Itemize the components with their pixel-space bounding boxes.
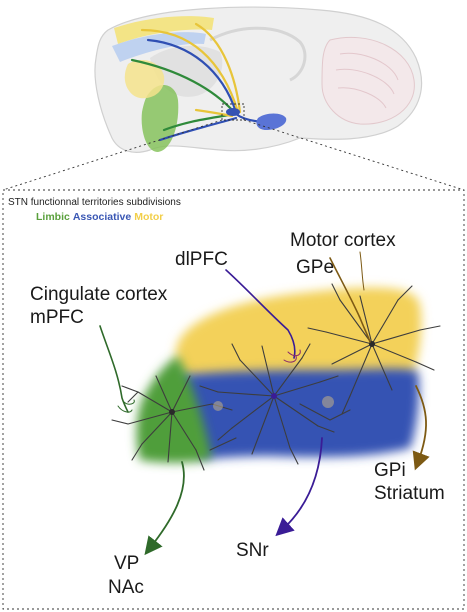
neuron-somata <box>169 341 375 415</box>
motor-cortex-region <box>114 16 214 44</box>
associative-neuron <box>199 343 339 465</box>
label-striatum: Striatum <box>374 483 445 504</box>
input-axons <box>99 251 371 413</box>
associative-territory <box>174 368 420 459</box>
zoom-lines <box>2 119 465 191</box>
limbic-cortex-region <box>141 85 179 152</box>
limbic-neuron <box>111 375 233 471</box>
cerebellum-icon <box>321 36 415 125</box>
label-cingulate-cortex: Cingulate cortex <box>30 284 168 305</box>
legend-associative: Associative <box>72 211 132 223</box>
output-axons <box>144 385 430 556</box>
snr-arrow <box>275 437 323 537</box>
limbic-territory <box>136 356 212 463</box>
gpi-striatum-arrow <box>412 385 430 471</box>
motor-territory <box>176 287 422 384</box>
label-mpfc: mPFC <box>30 307 84 328</box>
stn-territories <box>136 287 422 463</box>
label-snr: SNr <box>236 540 269 561</box>
label-dlpfc: dlPFC <box>175 249 228 270</box>
dlpfc-axon <box>225 269 296 359</box>
label-nac: NAc <box>108 577 144 598</box>
stn-location-icon <box>221 103 245 121</box>
legend-limbic: Limbic <box>36 211 70 223</box>
sagittal-brain <box>94 6 423 153</box>
motor-cortex-axon <box>329 257 371 343</box>
figure-title: STN functionnal territories subdivisions <box>8 197 181 208</box>
label-gpe: GPe <box>296 257 335 278</box>
label-vp: VP <box>114 553 140 574</box>
zoom-box <box>2 189 465 610</box>
legend-motor: Motor <box>134 211 164 223</box>
label-motor-cortex: Motor cortex <box>290 230 396 251</box>
mpfc-axon <box>99 325 129 413</box>
stn-neurons <box>111 283 441 471</box>
label-gpi: GPi <box>374 460 406 481</box>
motor-neuron <box>307 283 441 415</box>
vp-nac-arrow <box>144 461 185 556</box>
